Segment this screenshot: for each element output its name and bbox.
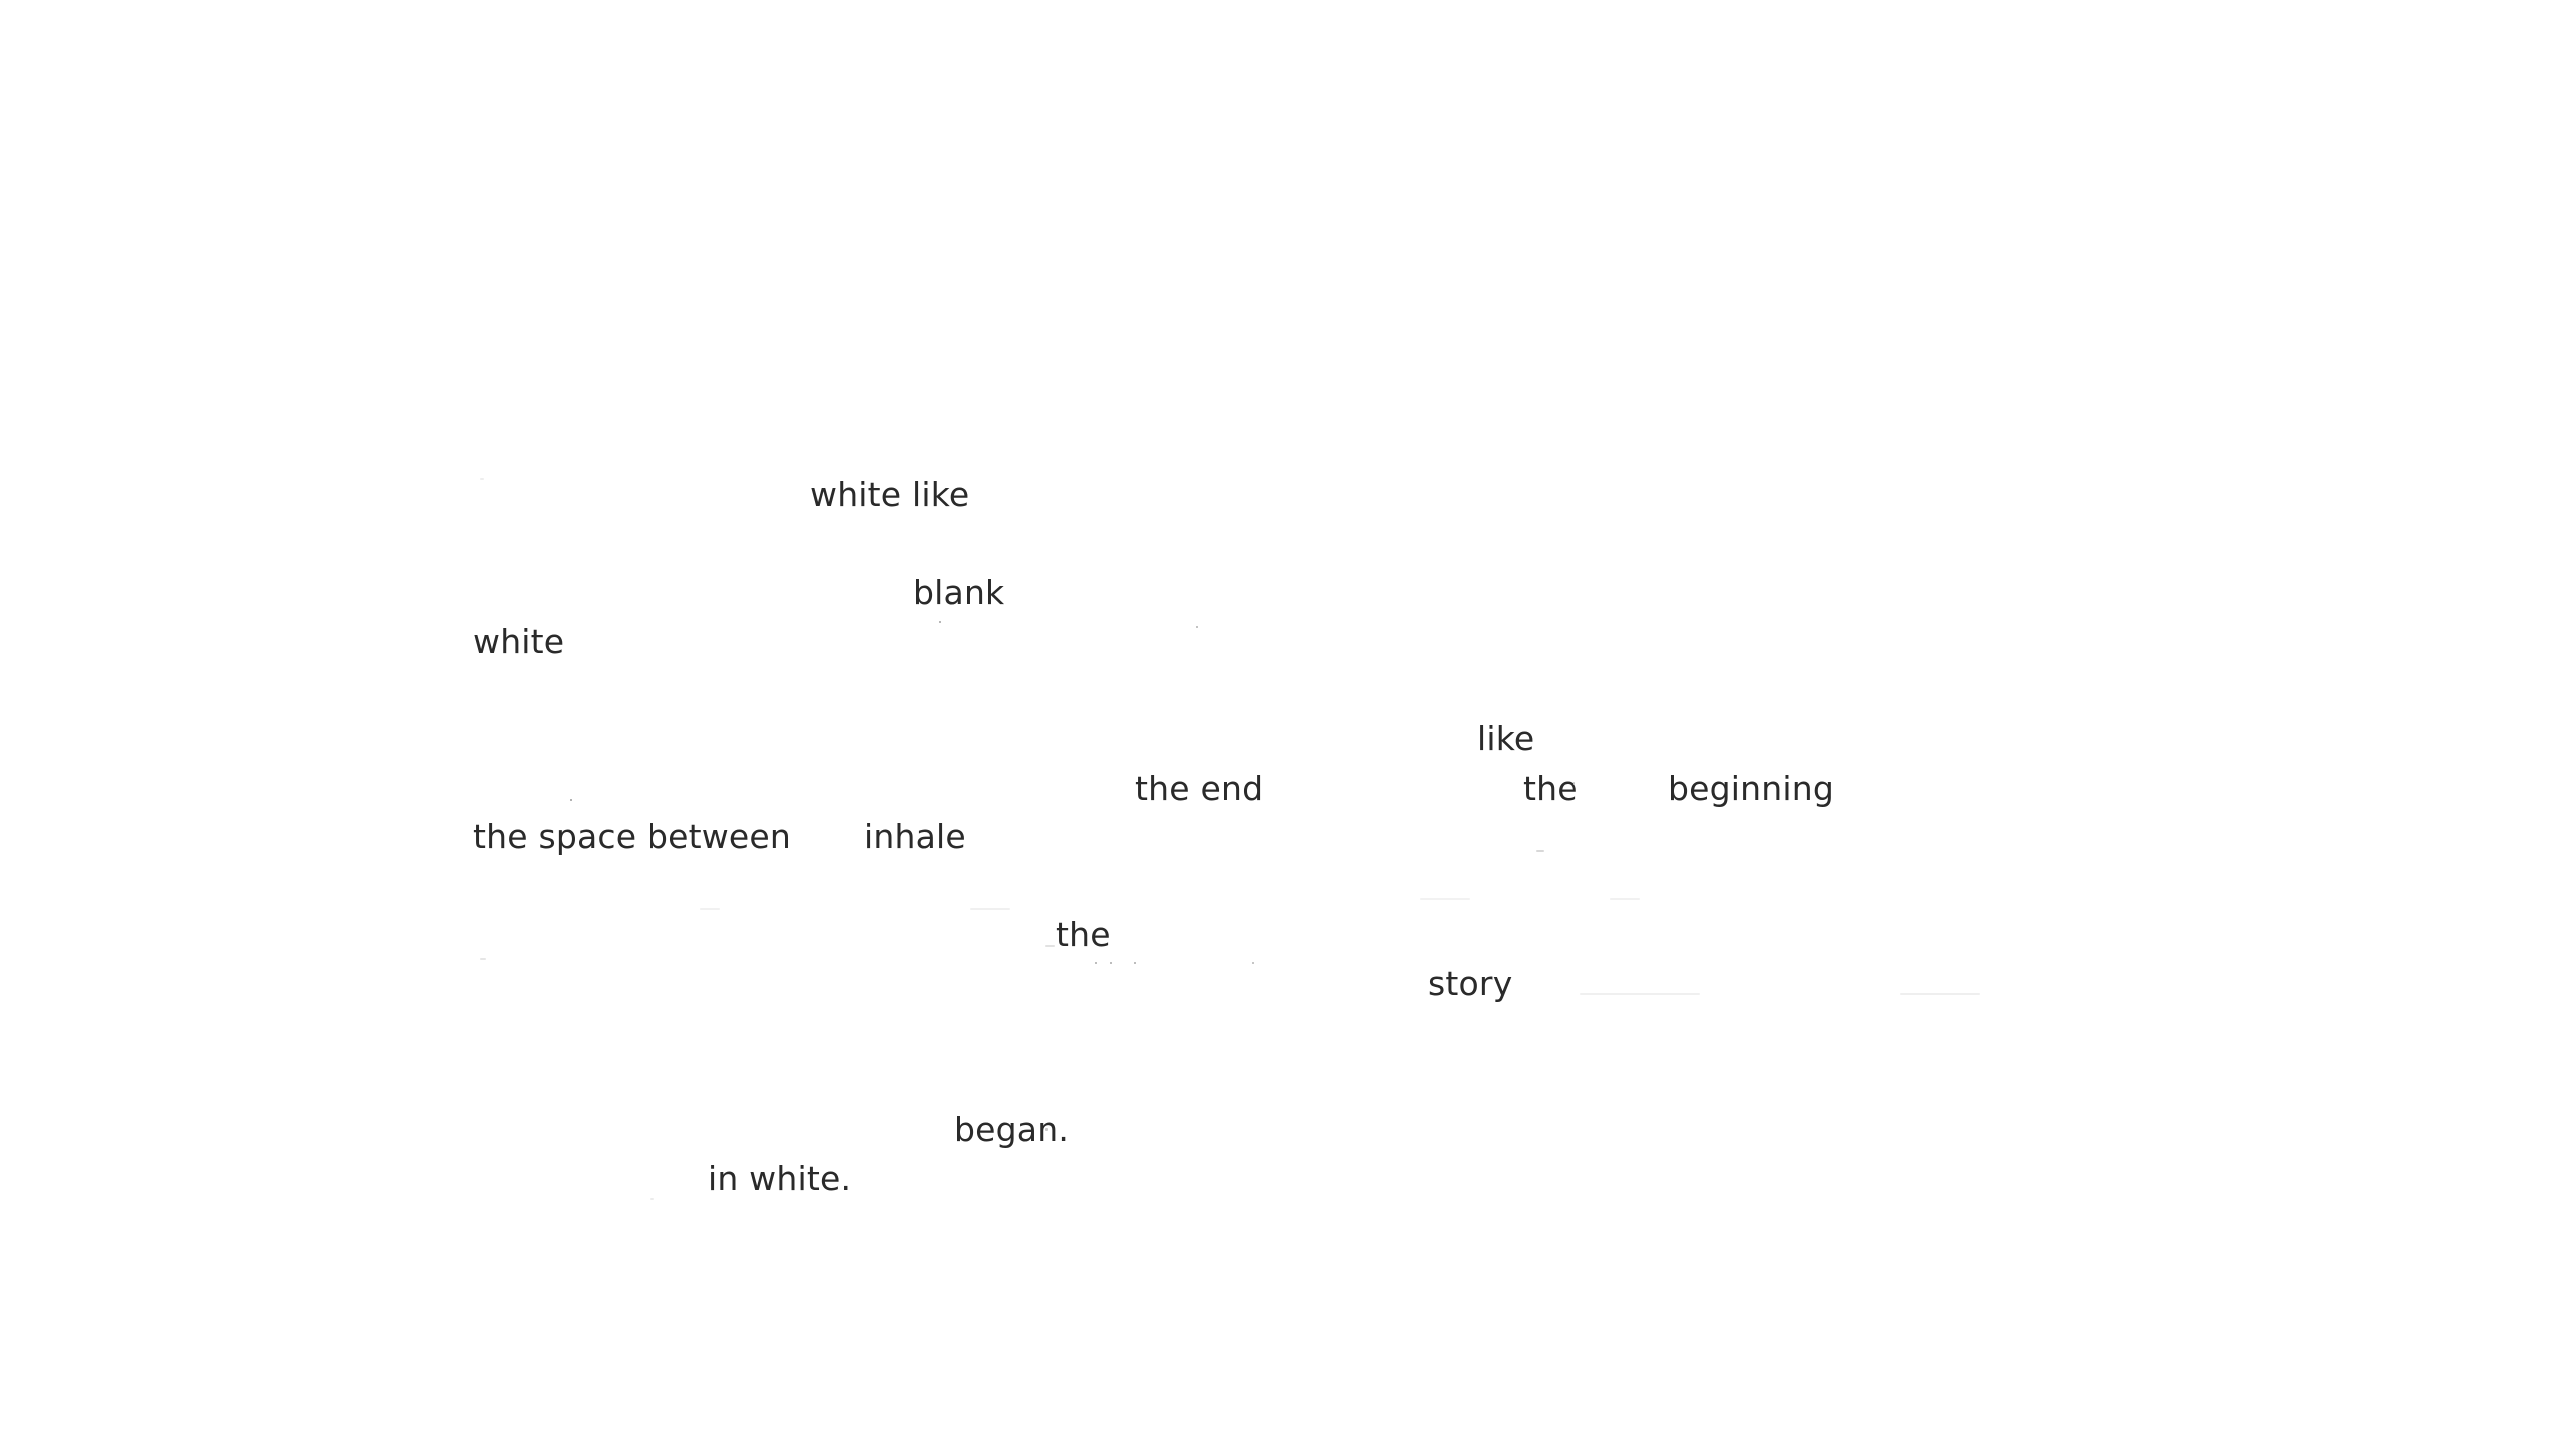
poem-word: the end — [1135, 769, 1264, 808]
poem-word: the space between — [473, 817, 792, 856]
poem-word: the — [1056, 915, 1111, 954]
scan-speck — [939, 621, 941, 623]
poem-word: white like — [810, 475, 970, 514]
scan-speck — [1580, 993, 1700, 995]
poem-word: beginning — [1668, 769, 1835, 808]
scan-speck — [650, 1198, 654, 1200]
scan-speck — [1610, 898, 1640, 900]
scan-speck — [970, 908, 1010, 910]
scan-speck — [1252, 962, 1254, 964]
poem-word: white — [473, 622, 565, 661]
scan-speck — [1196, 626, 1198, 628]
poem-word: began. — [954, 1110, 1070, 1149]
scan-speck — [1045, 1128, 1048, 1131]
poem-word: story — [1428, 964, 1513, 1003]
scan-speck — [1045, 945, 1055, 947]
poem-word: in white. — [708, 1159, 852, 1198]
scan-speck — [1134, 962, 1136, 964]
scan-speck — [1110, 962, 1112, 964]
scan-speck — [1095, 962, 1097, 964]
scan-speck — [1536, 850, 1544, 852]
poem-word: inhale — [864, 817, 966, 856]
scan-speck — [700, 908, 720, 910]
scan-speck — [1420, 898, 1470, 900]
scan-speck — [570, 799, 572, 801]
scan-speck — [480, 478, 484, 480]
poem-word: the — [1523, 769, 1578, 808]
scan-speck — [1573, 782, 1575, 785]
poem-word: blank — [913, 573, 1005, 612]
poem-word: like — [1477, 719, 1535, 758]
scan-speck — [1900, 993, 1980, 995]
scan-speck — [480, 958, 486, 960]
